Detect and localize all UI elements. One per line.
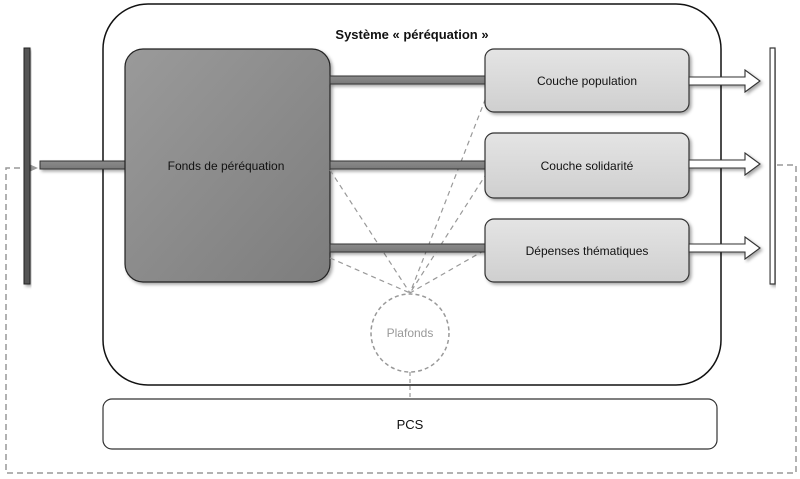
caps-label: Plafonds — [387, 326, 434, 340]
caps-circle — [370, 293, 450, 373]
caps-links — [329, 81, 493, 294]
system-title: Système « péréquation » — [335, 27, 488, 42]
output-bar — [769, 47, 776, 285]
feedback-loop-arrowhead — [29, 164, 38, 172]
layer-label-solidarity: Couche solidarité — [541, 159, 634, 173]
input-bar — [23, 47, 31, 285]
feedback-loop-dashed-line — [5, 164, 797, 474]
pcs-label: PCS — [397, 417, 424, 432]
population-output-arrow — [688, 68, 761, 94]
layer-label-thematic: Dépenses thématiques — [526, 244, 649, 258]
layer-label-population: Couche population — [537, 74, 637, 88]
fund-label: Fonds de péréquation — [168, 159, 285, 173]
solidarity-output-arrow — [688, 151, 761, 177]
thematic-output-arrow — [688, 235, 761, 261]
pcs-box — [102, 398, 718, 450]
